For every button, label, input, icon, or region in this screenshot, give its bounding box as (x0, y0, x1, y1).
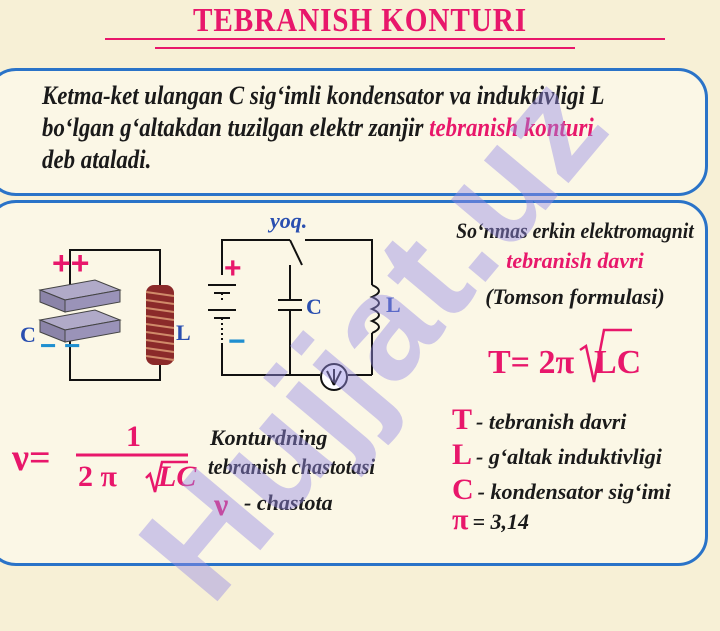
circuit-l-label: L (386, 292, 401, 317)
legend-symbol: T (452, 403, 473, 436)
definition-box (0, 68, 708, 196)
sqrt-signs (145, 328, 632, 493)
content-box (0, 200, 708, 566)
freq-lhs: ν= (12, 437, 51, 479)
capacitor-plus: ++ (52, 245, 90, 281)
switch-label: yoq. (270, 208, 308, 233)
nu-symbol: ν (214, 486, 229, 522)
freq-label-line1: Konturdning (210, 425, 328, 450)
freq-denominator-radicand: LC (158, 460, 197, 493)
legend-item: C - kondensator sig‘imi (452, 473, 671, 507)
right-heading-pink: tebranish davri (506, 248, 644, 273)
capacitor-c-label: C (20, 322, 36, 347)
legend-text: - tebranish davri (476, 409, 627, 434)
legend-text: - g‘altak induktivligi (476, 444, 662, 469)
legend-item: π = 3,14 (452, 503, 529, 537)
legend-item: L - g‘altak induktivligi (452, 438, 662, 472)
legend-symbol: C (452, 473, 474, 506)
tomson-circuit-diagram (208, 239, 380, 391)
tomson-formula-left: T= 2π (488, 344, 575, 381)
right-heading: So‘nmas erkin elektromagnit (456, 218, 694, 243)
nu-text: - chastota (244, 490, 333, 515)
legend-symbol: π (452, 503, 469, 536)
circuit-diagrams (38, 239, 632, 493)
title-underline-bottom (155, 47, 575, 49)
legend-symbol: L (452, 438, 473, 471)
circuit-c-label: C (306, 294, 322, 319)
definition-text: Ketma-ket ulangan C sig‘imli kondensator… (42, 80, 623, 176)
battery-minus: − (228, 325, 246, 358)
page-title: TEBRANISH KONTURI (193, 2, 527, 39)
legend-text: = 3,14 (472, 509, 529, 534)
battery-plus: + (224, 252, 242, 285)
right-subheading: (Tomson formulasi) (485, 284, 665, 309)
legend-text: - kondensator sig‘imi (477, 479, 671, 504)
definition-highlight: tebranish konturi (429, 113, 594, 142)
capacitor-minus: − − (40, 330, 81, 361)
capacitor-coil-diagram (38, 249, 175, 381)
tomson-formula-radicand: LC (594, 344, 642, 381)
freq-label-line2: tebranish chastotasi (208, 454, 376, 479)
definition-part1: Ketma-ket ulangan C sig‘imli kondensator… (42, 81, 604, 142)
freq-numerator: 1 (126, 420, 141, 453)
definition-part2: deb ataladi. (42, 145, 152, 174)
coil-l-label: L (176, 320, 191, 345)
legend-item: T - tebranish davri (452, 403, 626, 437)
title-underline-top (105, 38, 665, 40)
freq-denominator-left: 2 π (78, 460, 117, 493)
